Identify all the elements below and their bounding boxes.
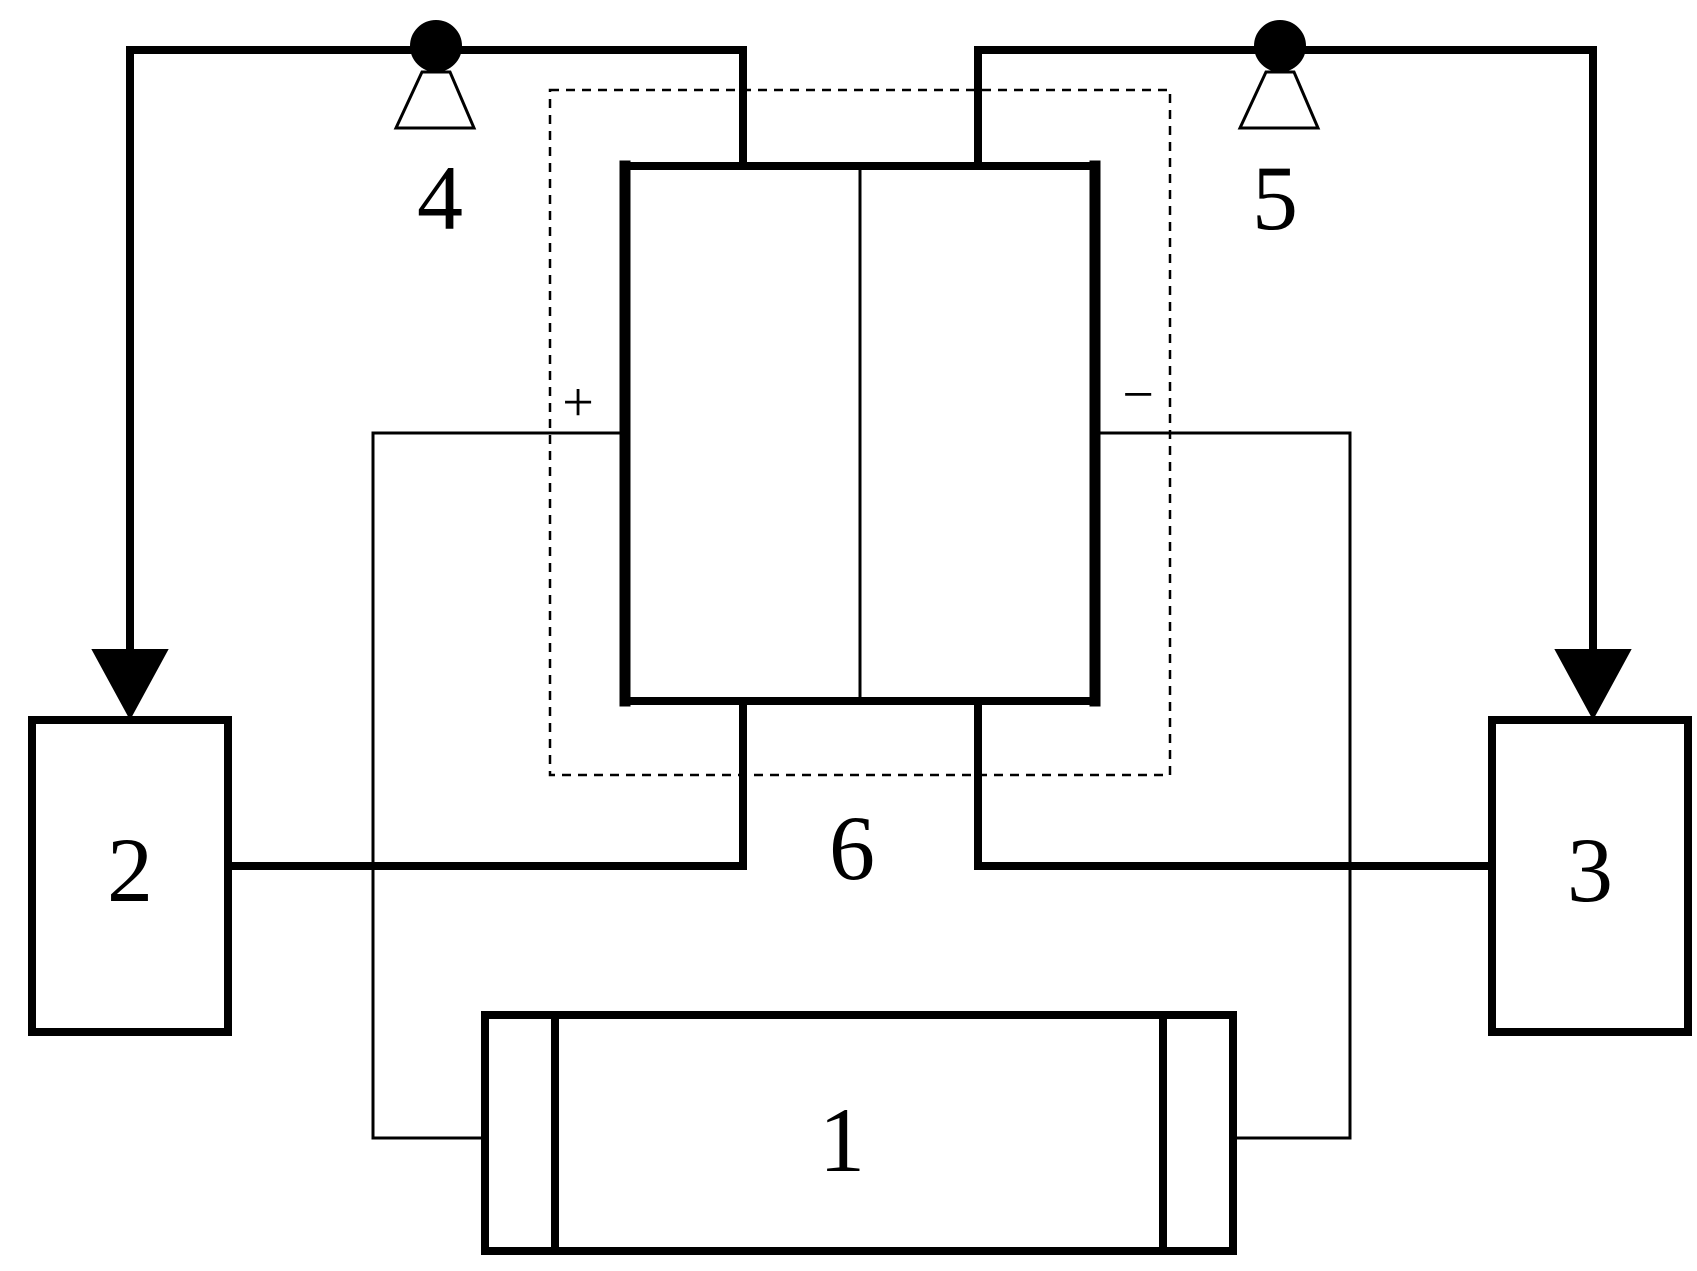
box-3 xyxy=(1488,716,1692,1036)
node-4-dot xyxy=(410,20,462,72)
node-4-stand xyxy=(393,70,477,130)
bottom-right-pipe xyxy=(974,697,1496,870)
label-4: 4 xyxy=(417,147,463,249)
central-unit xyxy=(619,160,1101,707)
box-2 xyxy=(28,716,232,1036)
label-5: 5 xyxy=(1252,147,1298,249)
arrow-down-icon xyxy=(1554,649,1632,721)
negative-wire xyxy=(1095,431,1352,1140)
arrow-down-icon xyxy=(91,649,169,721)
box-1-body xyxy=(481,1011,1237,1255)
negative-sign: − xyxy=(1122,364,1154,426)
top-right-pipe xyxy=(974,46,1597,659)
node-5-dot xyxy=(1254,20,1306,72)
node-4-sensor-icon xyxy=(393,20,477,130)
label-1: 1 xyxy=(819,1089,865,1191)
label-6: 6 xyxy=(829,797,875,899)
node-5-sensor-icon xyxy=(1237,20,1321,130)
node-5-stand xyxy=(1237,70,1321,130)
positive-wire xyxy=(371,431,625,1140)
label-2: 2 xyxy=(107,819,153,921)
bottom-left-pipe xyxy=(224,697,747,870)
box-1 xyxy=(481,1011,1237,1255)
label-3: 3 xyxy=(1567,819,1613,921)
positive-sign: + xyxy=(562,372,594,434)
top-left-pipe xyxy=(126,46,747,659)
